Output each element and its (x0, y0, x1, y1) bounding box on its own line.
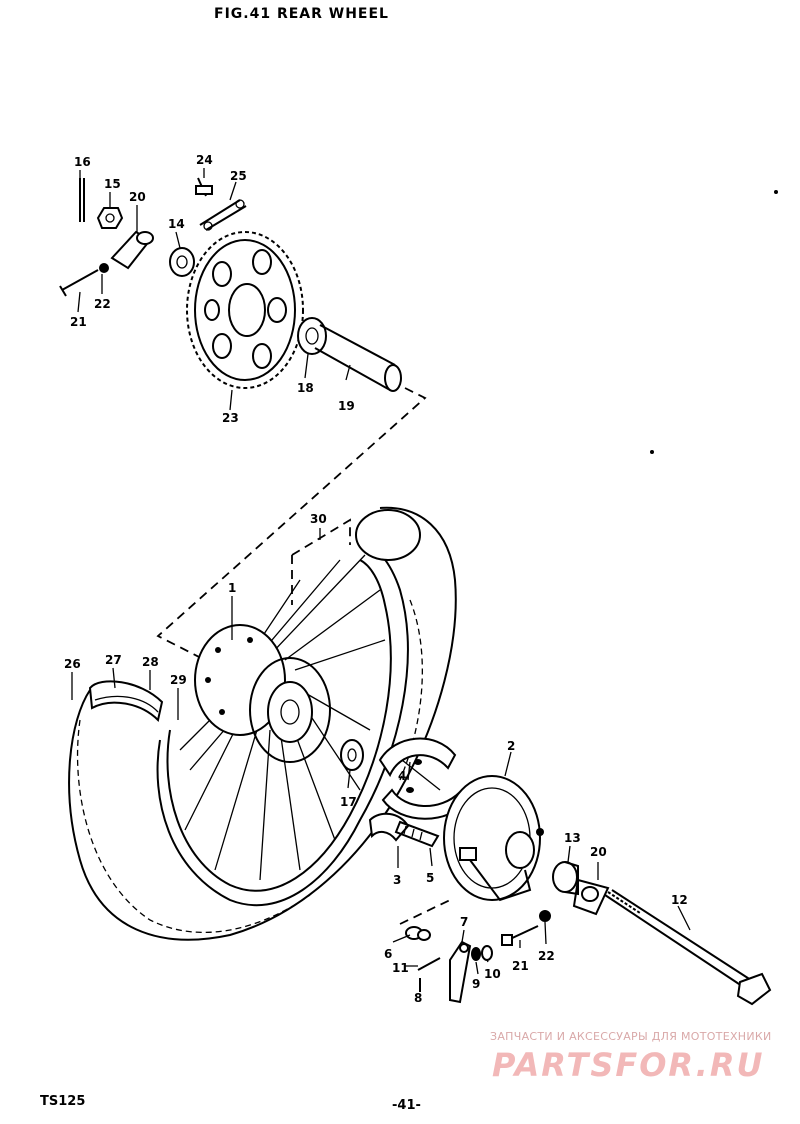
part-20-chain-adjuster-2 (572, 878, 610, 916)
callout-19: 19 (338, 399, 355, 413)
callout-23: 23 (222, 411, 239, 425)
part-22-washer (99, 263, 109, 273)
part-2-brake-panel (443, 775, 544, 902)
part-21-bolt-2 (501, 925, 539, 946)
part-17-bearing (340, 739, 364, 771)
part-23-rear-sprocket (186, 231, 304, 389)
callout-labels: 16 15 20 24 25 14 22 21 18 19 23 30 1 26… (64, 153, 688, 1005)
callout-28: 28 (142, 655, 159, 669)
watermark-logo: PARTSFOR.RU (492, 1046, 765, 1084)
callout-26: 26 (64, 657, 81, 671)
model-label: TS125 (40, 1094, 86, 1109)
callout-24: 24 (196, 153, 213, 167)
callout-3: 3 (393, 873, 401, 887)
part-24-bolt (195, 177, 213, 197)
callout-5: 5 (426, 871, 434, 885)
callout-22: 22 (94, 297, 111, 311)
callout-12: 12 (671, 893, 688, 907)
part-13-spacer (552, 861, 579, 896)
callout-6: 6 (384, 947, 392, 961)
part-6-washer (405, 926, 431, 941)
part-1-hub (194, 624, 331, 763)
callout-21: 21 (70, 315, 87, 329)
part-30-spokes (179, 554, 386, 881)
callout-2: 2 (507, 739, 515, 753)
part-27-tube (88, 680, 164, 722)
callout-14: 14 (168, 217, 185, 231)
watermark-tagline: ЗАПЧАСТИ И АКСЕССУАРЫ ДЛЯ МОТОТЕХНИКИ (490, 1030, 772, 1043)
part-21-bolt (59, 269, 99, 297)
callout-22-b: 22 (538, 949, 555, 963)
part-20-chain-adjuster (110, 230, 154, 270)
part-14-bearing (169, 247, 195, 277)
part-16-cotter-pin (79, 178, 85, 222)
part-3-spring (368, 812, 410, 842)
part-29-rim (166, 559, 392, 892)
callout-1: 1 (228, 581, 236, 595)
part-5-brake-cam (394, 820, 440, 848)
callout-13: 13 (564, 831, 581, 845)
part-7-brake-arm (449, 940, 472, 1004)
page-number: -41- (392, 1098, 421, 1113)
part-18-bearing (297, 317, 327, 355)
callout-25: 25 (230, 169, 247, 183)
part-22-washer-2 (539, 910, 551, 922)
callout-18: 18 (297, 381, 314, 395)
part-10-nut (481, 945, 493, 961)
callout-8: 8 (414, 991, 422, 1005)
callout-27: 27 (105, 653, 122, 667)
part-11-bolt (417, 957, 441, 971)
callout-20: 20 (129, 190, 146, 204)
scan-dot (650, 450, 654, 454)
assembly-line-sprocket (156, 387, 427, 661)
callout-4: 4 (398, 769, 406, 783)
callout-30: 30 (310, 512, 327, 526)
callout-11: 11 (392, 961, 409, 975)
part-28-rim-band (94, 695, 159, 713)
scan-dot (774, 190, 778, 194)
callout-20-b: 20 (590, 845, 607, 859)
callout-29: 29 (170, 673, 187, 687)
figure-title: FIG.41 REAR WHEEL (214, 6, 389, 22)
part-9-washer (471, 947, 481, 961)
leader-lines (71, 168, 691, 990)
part-25-bracket (199, 199, 247, 231)
callout-7: 7 (460, 915, 468, 929)
callout-17: 17 (340, 795, 357, 809)
callout-21-b: 21 (512, 959, 529, 973)
callout-9: 9 (472, 977, 480, 991)
part-15-nut (96, 207, 124, 229)
callout-16: 16 (74, 155, 91, 169)
part-19-sprocket-drum (314, 324, 402, 392)
callout-15: 15 (104, 177, 121, 191)
assembly-line-brake (399, 899, 451, 925)
part-12-axle (604, 889, 772, 1006)
callout-10: 10 (484, 967, 501, 981)
tire-section-cap (355, 509, 421, 561)
assembly-line-30 (291, 518, 351, 605)
